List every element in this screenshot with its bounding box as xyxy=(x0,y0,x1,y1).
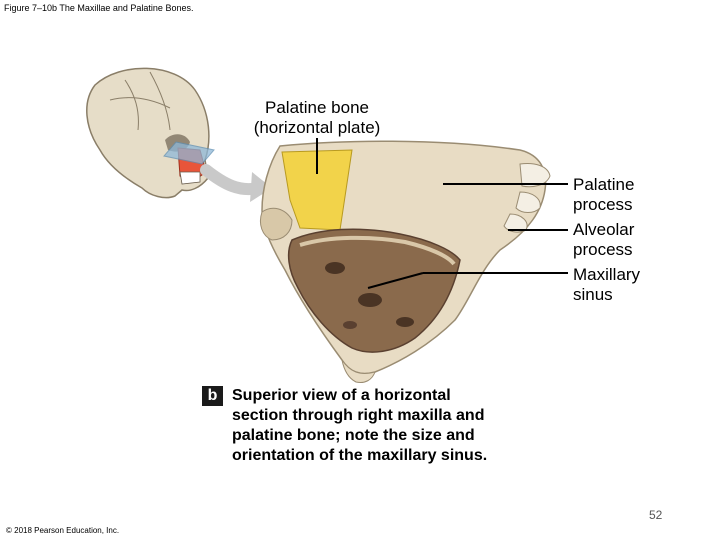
figure-caption: Superior view of a horizontal section th… xyxy=(232,387,488,464)
label-palatine-process: Palatine process xyxy=(573,175,635,214)
leader-maxillary-sinus-angle xyxy=(367,272,424,289)
page-number: 52 xyxy=(649,508,663,522)
figure-title: Figure 7–10b The Maxillae and Palatine B… xyxy=(4,3,194,13)
maxilla-section xyxy=(259,140,551,383)
label-alveolar-process: Alveolar process xyxy=(573,220,635,259)
label-palatine-bone: Palatine bone (horizontal plate) xyxy=(253,98,381,137)
leader-lines xyxy=(316,138,568,289)
copyright: © 2018 Pearson Education, Inc. xyxy=(6,526,120,535)
skull-thumbnail xyxy=(86,67,215,199)
caption-badge: b xyxy=(202,386,223,406)
label-maxillary-sinus: Maxillary sinus xyxy=(573,265,641,304)
curved-arrow xyxy=(200,164,272,202)
